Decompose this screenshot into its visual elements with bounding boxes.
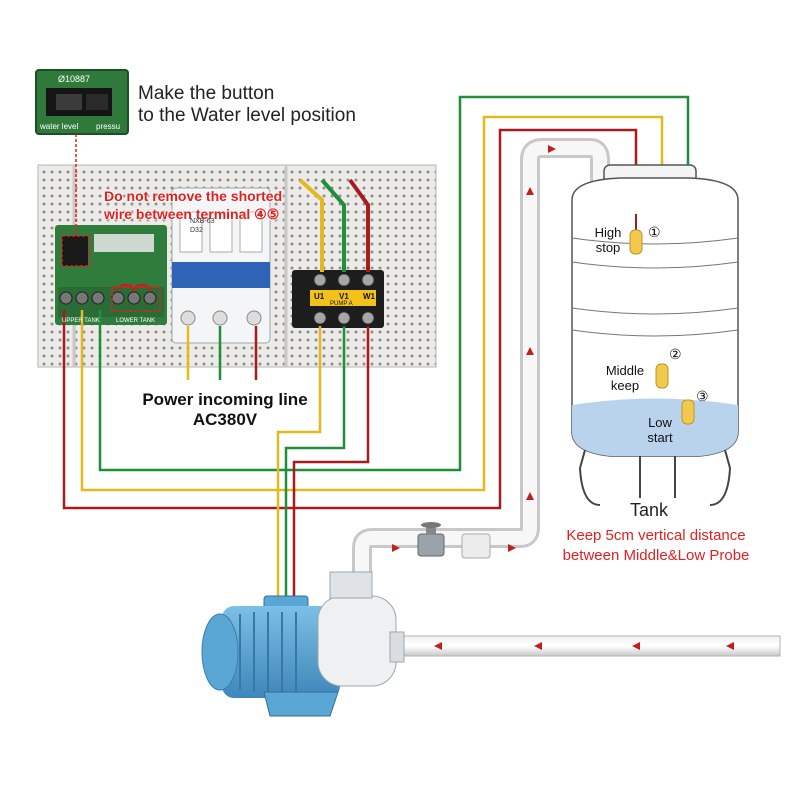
warning-line-1: Do not remove the shorted: [104, 188, 283, 204]
inset-board-code: Ø10887: [58, 74, 90, 84]
tank-water: [572, 398, 738, 456]
probe-low-number: ③: [696, 388, 709, 404]
probe-middle-label-1: Middle: [605, 363, 645, 378]
power-line-2: AC380V: [192, 410, 258, 429]
pump-wire-green: [284, 326, 346, 600]
board-label-lower: LOWER TANK: [116, 318, 156, 324]
terminal-callout-box: [111, 286, 161, 312]
warning-line-2: wire between terminal ④⑤: [104, 206, 280, 222]
level-control-board: [55, 225, 167, 325]
tank-legs: [578, 449, 732, 506]
board-terminals: [59, 291, 157, 305]
probe-wire-middle: [80, 115, 664, 492]
switch-callout-box: [61, 235, 91, 267]
tank-name: Tank: [630, 500, 669, 520]
probe-low: [681, 399, 695, 425]
water-tank: [571, 164, 739, 506]
probe-middle: [655, 363, 669, 389]
contactor-terminal-block: [292, 270, 384, 328]
note-line-1: Keep 5cm vertical distance: [566, 527, 746, 544]
breaker-rating: D32: [190, 227, 203, 234]
instruction-line-1: Make the button: [138, 83, 275, 104]
inset-label-pressure: pressu: [96, 122, 120, 131]
probe-middle-number: ②: [669, 346, 682, 362]
piping: [352, 138, 781, 657]
probe-wire-low: [98, 95, 690, 472]
probe-high-label-2: stop: [595, 240, 621, 255]
probe-low-label-2: start: [647, 430, 673, 445]
pump-wire-yellow: [276, 326, 322, 600]
probe-high-label-1: High: [594, 225, 622, 240]
contactor-name: PUMP A: [330, 301, 353, 307]
power-line-1: Power incoming line: [142, 390, 308, 409]
switch-inset: Ø10887 water level pressu: [35, 69, 129, 135]
pump-wire-red: [292, 326, 370, 600]
breaker-model: NXB-63: [190, 218, 215, 225]
inset-label-water: water level: [39, 122, 78, 131]
circuit-breaker: [171, 187, 271, 344]
board-label-upper: UPPER TANK: [62, 318, 100, 324]
contactor-label-w1: W1: [363, 292, 375, 301]
probe-middle-label-2: keep: [610, 378, 640, 393]
probe-low-label-1: Low: [648, 415, 672, 430]
pump: [201, 571, 405, 717]
probe-wire-high: [62, 128, 638, 510]
probe-high: [629, 214, 643, 255]
instruction-line-2: to the Water level position: [138, 105, 356, 126]
control-panel: [37, 164, 437, 368]
wiring: [62, 95, 690, 600]
contactor-label-u1: U1: [314, 292, 325, 301]
note-line-2: between Middle&Low Probe: [562, 547, 750, 564]
contactor-label-v1: V1: [339, 292, 349, 301]
probe-high-number: ①: [648, 224, 661, 240]
